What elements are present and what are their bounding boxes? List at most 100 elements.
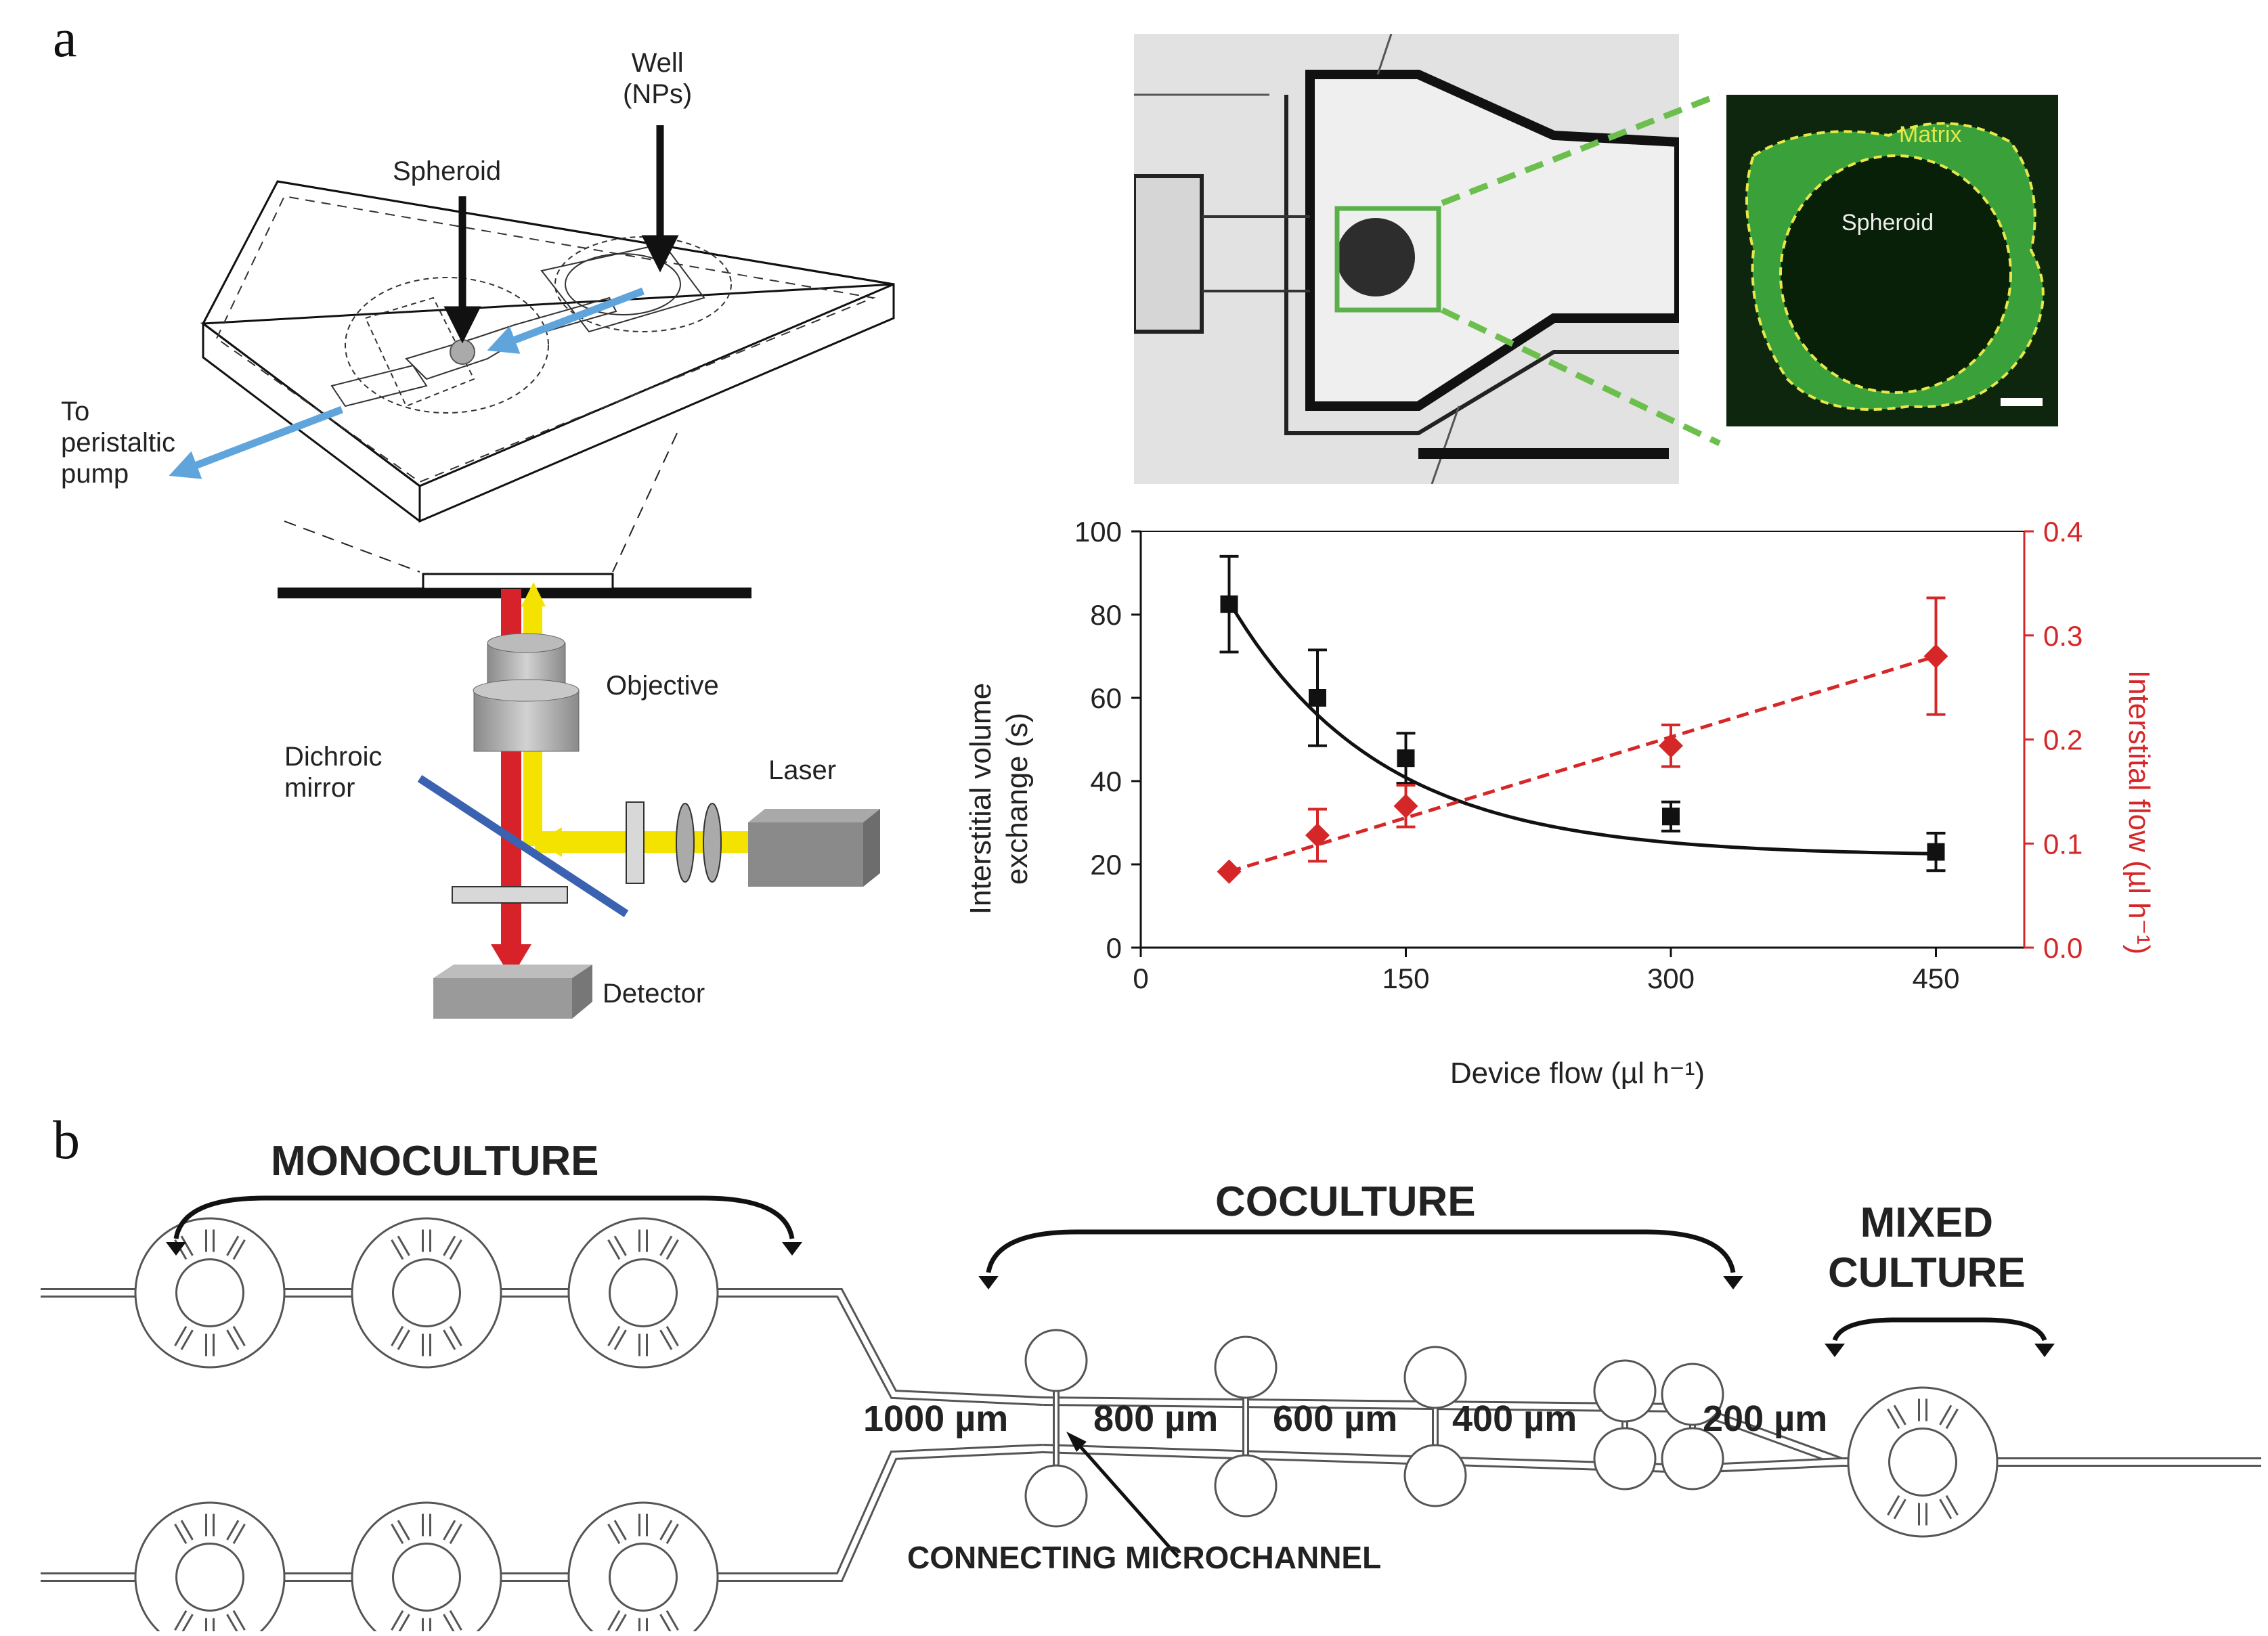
coculture-node-top bbox=[1214, 1335, 1278, 1399]
x-tick-label: 150 bbox=[1382, 963, 1429, 994]
coculture-node-bottom bbox=[1024, 1464, 1088, 1528]
y-tick-label-left: 100 bbox=[1074, 516, 1122, 548]
monoculture-chamber-top-2-trap-inner bbox=[444, 1237, 461, 1259]
fluor-spheroid-label: Spheroid bbox=[1841, 210, 1934, 236]
laser-box bbox=[748, 809, 880, 887]
scale-bar bbox=[1418, 448, 1669, 459]
monoculture-chamber-top-3-core bbox=[609, 1258, 678, 1327]
zoom-lines bbox=[1441, 91, 1721, 447]
monoculture-chamber-bottom-3-trap-inner bbox=[609, 1611, 626, 1633]
pump-label: To peristaltic pump bbox=[61, 397, 175, 489]
y-tick-label-right: 0.4 bbox=[2043, 516, 2082, 548]
well-label: Well (NPs) bbox=[623, 48, 693, 109]
flow-arrow-inlet bbox=[487, 287, 645, 354]
lens-1 bbox=[676, 803, 695, 883]
monoculture-chamber-bottom-1-core bbox=[175, 1543, 244, 1612]
point-exchange bbox=[1927, 843, 1945, 861]
y-tick-label-left: 60 bbox=[1090, 682, 1122, 714]
x-tick-label: 300 bbox=[1647, 963, 1695, 994]
coculture-node-top bbox=[1403, 1346, 1467, 1409]
monoculture-chamber-bottom-2-core bbox=[392, 1543, 461, 1612]
monoculture-chamber-top-1-trap-inner bbox=[175, 1237, 192, 1259]
monoculture-chamber-top-3-trap-inner bbox=[609, 1237, 626, 1259]
mixed-culture-chamber-core bbox=[1888, 1428, 1957, 1497]
coculture-node-bottom bbox=[1661, 1427, 1724, 1490]
coculture-node-top bbox=[1661, 1363, 1724, 1426]
fit-curve-exchange bbox=[1227, 600, 1936, 856]
mixed-bracket bbox=[1832, 1317, 2047, 1342]
point-exchange bbox=[1662, 808, 1680, 826]
width-label-400: 400 µm bbox=[1452, 1398, 1577, 1439]
brightfield-micrograph bbox=[1132, 33, 1684, 485]
point-exchange bbox=[1397, 749, 1415, 768]
monoculture-bracket bbox=[173, 1195, 795, 1239]
coculture-bracket bbox=[986, 1229, 1736, 1273]
connecting-pointer-arrow bbox=[1072, 1437, 1179, 1558]
point-flow bbox=[1659, 733, 1683, 758]
point-exchange bbox=[1309, 689, 1326, 707]
width-label-1000: 1000 µm bbox=[863, 1398, 1009, 1439]
mixed-culture-chamber-trap-inner bbox=[1888, 1496, 1905, 1518]
flow-arrow-pump bbox=[169, 405, 343, 479]
coculture-node-top bbox=[1593, 1359, 1657, 1423]
width-label-200: 200 µm bbox=[1703, 1398, 1828, 1439]
y-tick-label-left: 0 bbox=[1106, 932, 1122, 964]
x-tick-label: 0 bbox=[1133, 963, 1148, 994]
monoculture-chamber-top-1-trap-inner bbox=[227, 1327, 244, 1349]
y-tick-label-right: 0.0 bbox=[2043, 932, 2082, 964]
monoculture-chamber-bottom-2-trap-inner bbox=[392, 1611, 409, 1633]
objective-label: Objective bbox=[606, 671, 719, 701]
point-flow bbox=[1393, 793, 1418, 818]
monoculture-chamber-top-2-trap-inner bbox=[392, 1327, 409, 1349]
dichroic-label: Dichroic mirror bbox=[284, 742, 383, 803]
fluor-matrix-label: Matrix bbox=[1899, 122, 1962, 148]
fit-line-interstitial-flow bbox=[1228, 655, 1937, 874]
monoculture-chamber-bottom-3-trap-inner bbox=[661, 1611, 678, 1633]
mixed-culture-chamber-trap-inner bbox=[1940, 1406, 1957, 1428]
monoculture-chamber-bottom-2-trap-inner bbox=[392, 1521, 409, 1543]
panel-b-letter: b bbox=[53, 1111, 80, 1170]
monoculture-chamber-bottom-1-trap-inner bbox=[227, 1611, 244, 1633]
x-tick-label: 450 bbox=[1912, 963, 1959, 994]
monoculture-chamber-top-2-core bbox=[392, 1258, 461, 1327]
monoculture-chamber-top-1-core bbox=[175, 1258, 244, 1327]
sample-window bbox=[422, 573, 614, 590]
objective-lens-body bbox=[473, 633, 580, 752]
roi-box bbox=[1334, 206, 1441, 313]
chart-xlabel: Device flow (µl h⁻¹) bbox=[1450, 1057, 1705, 1090]
coculture-label: COCULTURE bbox=[1215, 1178, 1476, 1225]
chip-slab bbox=[200, 180, 895, 523]
monoculture-chamber-top-3-trap-inner bbox=[609, 1327, 626, 1349]
coculture-chip-schematic: MONOCULTURE COCULTURE MIXED CULTURE 1000… bbox=[41, 1117, 2261, 1636]
monoculture-chamber-top-3-trap-inner bbox=[661, 1237, 678, 1259]
top-coculture-channel-inner bbox=[1042, 1398, 2261, 1465]
y-tick-label-left: 20 bbox=[1090, 849, 1122, 881]
emission-filter bbox=[452, 886, 568, 904]
monoculture-chamber-bottom-2-trap-inner bbox=[444, 1611, 461, 1633]
detector-box bbox=[433, 965, 592, 1019]
monoculture-chamber-top-2-trap-inner bbox=[392, 1237, 409, 1259]
point-exchange bbox=[1220, 595, 1238, 613]
point-flow bbox=[1305, 822, 1330, 847]
y-tick-label-right: 0.2 bbox=[2043, 724, 2082, 756]
monoculture-chamber-bottom-3-trap-inner bbox=[609, 1521, 626, 1543]
coculture-node-bottom bbox=[1403, 1444, 1467, 1507]
monoculture-chamber-bottom-3-core bbox=[609, 1543, 678, 1612]
mixed-culture-chamber-trap-inner bbox=[1888, 1406, 1905, 1428]
monoculture-chamber-bottom-1-trap-inner bbox=[227, 1521, 244, 1543]
monoculture-chamber-top-1-trap-inner bbox=[175, 1327, 192, 1349]
monoculture-chamber-bottom-1-trap-inner bbox=[175, 1521, 192, 1543]
dichroic-mirror bbox=[417, 774, 629, 918]
mixed-culture-label: MIXED CULTURE bbox=[1828, 1199, 2026, 1297]
y-tick-label-right: 0.1 bbox=[2043, 828, 2082, 860]
panel-a-letter: a bbox=[53, 9, 77, 68]
fluor-scale-bar bbox=[2001, 398, 2043, 406]
lens-2 bbox=[703, 803, 722, 883]
connecting-microchannel-label: CONNECTING MICROCHANNEL bbox=[907, 1540, 1382, 1575]
monoculture-chamber-bottom-2-trap-inner bbox=[444, 1521, 461, 1543]
fluorescence-image: Matrix Spheroid bbox=[1726, 95, 2058, 426]
spheroid-dot bbox=[450, 339, 475, 365]
excitation-filter bbox=[626, 801, 645, 884]
mixed-culture-chamber-trap-inner bbox=[1940, 1496, 1957, 1518]
